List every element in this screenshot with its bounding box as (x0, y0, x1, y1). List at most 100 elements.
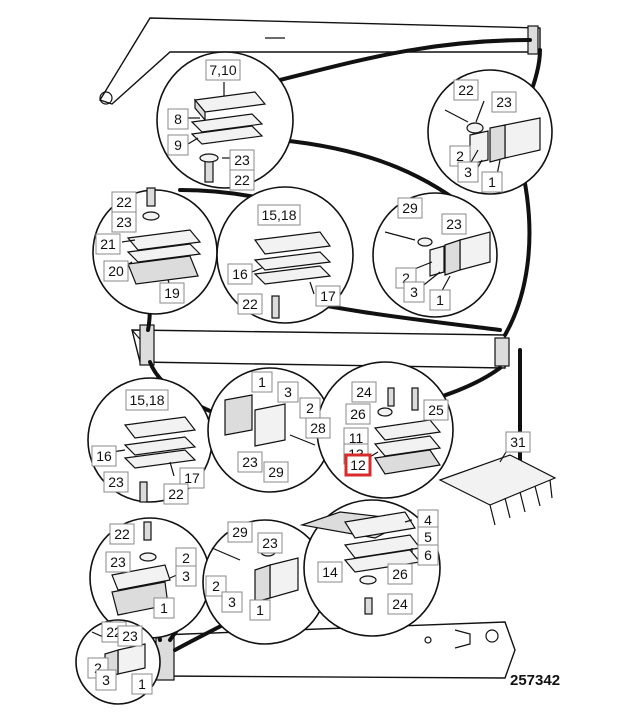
callout-number: 15,18 (261, 207, 296, 223)
callout-label: 1 (429, 289, 451, 311)
callout-label: 26 (387, 563, 413, 585)
callout-label: 1 (251, 371, 273, 393)
callout-label: 23 (117, 625, 143, 647)
callout-label: 22 (163, 483, 189, 505)
callout-number: 25 (428, 402, 444, 418)
callout-label: 2 (299, 397, 321, 419)
callout-label: 23 (103, 471, 129, 493)
callout-box (257, 204, 301, 226)
callout-label: 2 (175, 547, 197, 569)
callout-box (249, 599, 271, 621)
callout-number: 28 (310, 420, 326, 436)
callout-number: 11 (349, 430, 364, 446)
callout-box (205, 59, 241, 81)
callout-number: 19 (164, 285, 180, 301)
callout-number: 23 (446, 216, 462, 232)
callout-number: 24 (356, 384, 372, 400)
callout-number: 7,10 (209, 62, 236, 78)
callout-number: 23 (496, 94, 512, 110)
callout-number: 5 (424, 529, 432, 545)
callout-box (159, 282, 185, 304)
callout-number: 9 (174, 137, 182, 153)
callout-number: 17 (184, 470, 200, 486)
callout-label: 29 (397, 197, 423, 219)
callout-number: 24 (392, 596, 408, 612)
callout-number: 3 (284, 384, 292, 400)
callout-box (251, 371, 273, 393)
callout-number: 2 (94, 660, 102, 676)
callout-number: 1 (488, 174, 496, 190)
callout-label: 23 (111, 211, 137, 233)
callout-box (387, 563, 413, 585)
callout-label: 3 (277, 381, 299, 403)
callout-box (175, 565, 197, 587)
callout-number: 2 (456, 148, 464, 164)
callout-box (103, 471, 129, 493)
callout-box (163, 483, 189, 505)
callout-number: 8 (174, 111, 182, 127)
callout-number: 21 (100, 236, 116, 252)
callout-label: 3 (403, 281, 425, 303)
callout-number: 22 (168, 486, 184, 502)
callout-number: 26 (350, 406, 366, 422)
callout-label-highlighted: 12 (344, 453, 372, 477)
callout-label: 24 (387, 593, 413, 615)
callout-label: 14 (317, 561, 343, 583)
callout-box (153, 597, 175, 619)
callout-box (429, 289, 451, 311)
callout-number: 3 (464, 164, 472, 180)
boom-frame (98, 17, 541, 681)
callout-box (403, 281, 425, 303)
callout-number: 16 (232, 266, 248, 282)
callout-number: 1 (256, 602, 264, 618)
callout-box (423, 399, 449, 421)
callout-label: 3 (175, 565, 197, 587)
callout-box (109, 523, 135, 545)
callout-number: 23 (108, 474, 124, 490)
callout-label: 23 (441, 213, 467, 235)
callout-box (505, 431, 531, 453)
callout-box (317, 561, 343, 583)
callout-label: 8 (167, 108, 189, 130)
callout-label: 19 (159, 282, 185, 304)
callout-label: 22 (229, 169, 255, 191)
callout-number: 3 (410, 284, 418, 300)
callout-label: 1 (131, 673, 153, 695)
callout-number: 22 (234, 172, 250, 188)
callout-label: 23 (229, 149, 255, 171)
callout-box (237, 451, 263, 473)
callout-number: 29 (232, 524, 248, 540)
callout-number: 23 (234, 152, 250, 168)
callout-box (481, 171, 503, 193)
callout-label: 24 (351, 381, 377, 403)
callout-box (491, 91, 517, 113)
callout-label: 23 (237, 451, 263, 473)
callout-number: 2 (402, 270, 410, 286)
callout-label: 21 (95, 233, 121, 255)
callout-label: 16 (227, 263, 253, 285)
callout-label: 7,10 (205, 59, 241, 81)
callout-label: 1 (153, 597, 175, 619)
callout-box (237, 293, 263, 315)
part-sketches (91, 91, 557, 679)
callout-label: 1 (249, 599, 271, 621)
diagram-reference-code: 257342 (510, 672, 561, 689)
callout-number: 26 (392, 566, 408, 582)
callout-box (111, 211, 137, 233)
callout-box (95, 233, 121, 255)
callout-box (315, 285, 341, 307)
callout-box (229, 169, 255, 191)
callout-label: 2 (205, 575, 227, 597)
callout-box (345, 403, 371, 425)
callout-number: 1 (258, 374, 266, 390)
callout-label: 16 (91, 445, 117, 467)
callout-label: 15,18 (125, 389, 169, 411)
callout-box (105, 551, 131, 573)
callout-box (179, 467, 205, 489)
callout-number: 23 (242, 454, 258, 470)
callout-box (103, 260, 129, 282)
callout-label: 3 (221, 591, 243, 613)
callout-number: 22 (242, 296, 258, 312)
